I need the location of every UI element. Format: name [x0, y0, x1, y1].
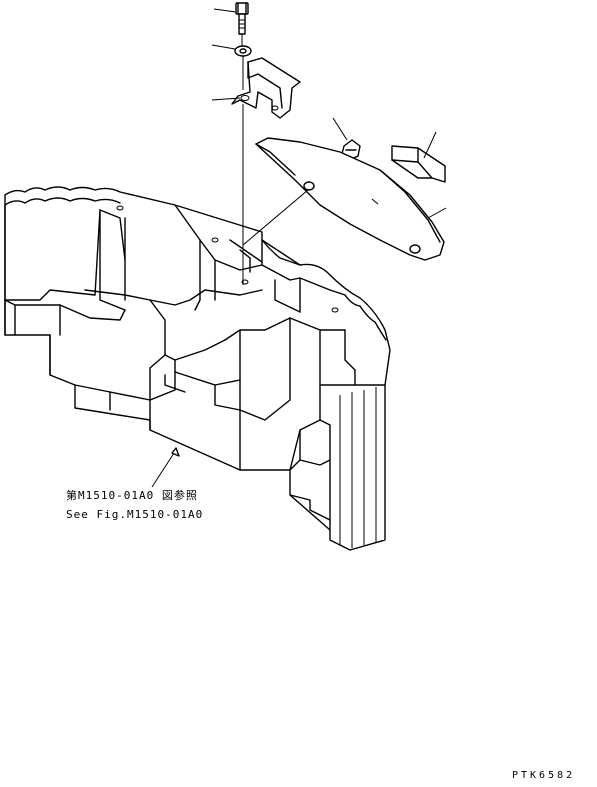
- cover-plate: [255, 137, 445, 261]
- leader-lines: [151, 8, 447, 488]
- reference-note-english: See Fig.M1510-01A0: [66, 508, 204, 521]
- washer-icon: [234, 45, 252, 57]
- reference-note-japanese: 第M1510-01A0 図参照: [66, 489, 198, 502]
- bracket-icon: [231, 57, 301, 119]
- bolt-icon: [235, 2, 249, 35]
- drawing-code: PTK6582: [512, 770, 576, 781]
- label-plate: [391, 145, 446, 183]
- counterweight-frame: [4, 186, 391, 551]
